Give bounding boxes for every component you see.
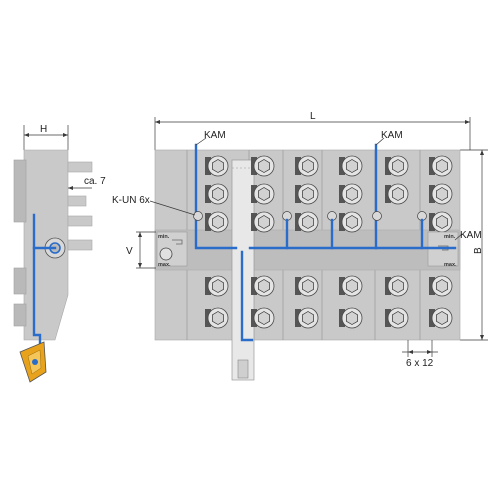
bolt-head-icon [295, 183, 319, 205]
min-label-right: min. [444, 234, 456, 240]
dim-l-arrow-right [465, 120, 470, 124]
dim-b-arrow-top [480, 150, 484, 155]
dim-v-label: V [126, 246, 133, 257]
spacing-arrow-left [408, 350, 413, 354]
dim-b-label: B [473, 247, 484, 254]
tool-slot-tip [237, 359, 249, 379]
dim-v-arrow-top [138, 232, 142, 237]
adjust-arrow-left-icon [172, 239, 183, 245]
dim-b-arrow-bottom [480, 335, 484, 340]
bolt-head-icon [339, 183, 363, 205]
bolt-head-icon [295, 275, 319, 297]
kam-left-leader [195, 137, 207, 146]
bolt-head-icon [205, 155, 229, 177]
bolt-head-icon [339, 307, 363, 329]
bolt-head-icon [205, 307, 229, 329]
kam-side-leader [454, 233, 463, 241]
dim-h-arrow-right [63, 133, 68, 137]
side-lug-mid [13, 267, 27, 295]
pipe-tool [240, 250, 254, 342]
side-bolt-1 [67, 161, 93, 173]
side-view: H ca. 7 [13, 124, 106, 383]
side-bolt-3 [67, 215, 93, 227]
bolt-head-icon [251, 183, 275, 205]
coolant-port-icon [193, 211, 203, 221]
dim-l-arrow-left [155, 120, 160, 124]
side-lug-top [13, 159, 27, 223]
bolt-head-icon [339, 155, 363, 177]
kam-left-label: KAM [204, 130, 226, 141]
side-bolt-2 [67, 195, 87, 207]
dim-h-arrow-left [24, 133, 29, 137]
front-middle-band [154, 229, 461, 271]
side-pipe-down [32, 246, 42, 352]
kam-side-label: KAM [460, 230, 482, 241]
kam-right-label: KAM [381, 130, 403, 141]
insert-screw-icon [32, 359, 38, 365]
dim-l-label: L [310, 111, 316, 122]
kun-label: K-UN 6x [112, 195, 150, 206]
bolt-heads [205, 155, 453, 329]
bolt-head-icon [251, 307, 275, 329]
bolt-head-icon [205, 183, 229, 205]
bolt-head-icon [295, 307, 319, 329]
spacing-label: 6 x 12 [406, 358, 434, 369]
adjust-screw-left-icon[interactable] [159, 247, 173, 261]
coolant-port-icon [372, 211, 382, 221]
bolt-head-icon [385, 183, 409, 205]
max-label-left: max. [158, 262, 171, 268]
side-bolt-4 [67, 239, 93, 251]
min-label-left: min. [158, 234, 170, 240]
coolant-ports [193, 211, 427, 250]
bolt-head-icon [339, 275, 363, 297]
bolt-head-icon [205, 275, 229, 297]
bolt-head-icon [385, 155, 409, 177]
spacing-arrow-right [427, 350, 432, 354]
kun-leader [149, 200, 196, 216]
adjust-panel-left [156, 231, 188, 267]
bolt-head-icon [251, 211, 275, 233]
bolt-head-icon [205, 211, 229, 233]
bolt-head-icon [295, 211, 319, 233]
bolt-head-icon [251, 275, 275, 297]
pipe-left-drop [194, 143, 238, 250]
front-view: L B min. max. mi [112, 111, 488, 381]
side-lug-low [13, 303, 27, 327]
dim-offset-arrow [68, 186, 73, 190]
bolt-head-icon [385, 307, 409, 329]
dim-v-arrow-bottom [138, 263, 142, 268]
bolt-head-icon [339, 211, 363, 233]
bolt-head-icon [295, 155, 319, 177]
dim-h-label: H [40, 124, 47, 135]
bolt-head-icon [385, 275, 409, 297]
bolt-head-icon [429, 307, 453, 329]
dim-offset-label: ca. 7 [84, 176, 106, 187]
bolt-head-icon [429, 183, 453, 205]
bolt-head-icon [429, 155, 453, 177]
bolt-head-icon [429, 275, 453, 297]
kam-right-leader [375, 137, 385, 146]
bolt-head-icon [251, 155, 275, 177]
bolt-head-icon [429, 211, 453, 233]
max-label-right: max. [444, 262, 457, 268]
